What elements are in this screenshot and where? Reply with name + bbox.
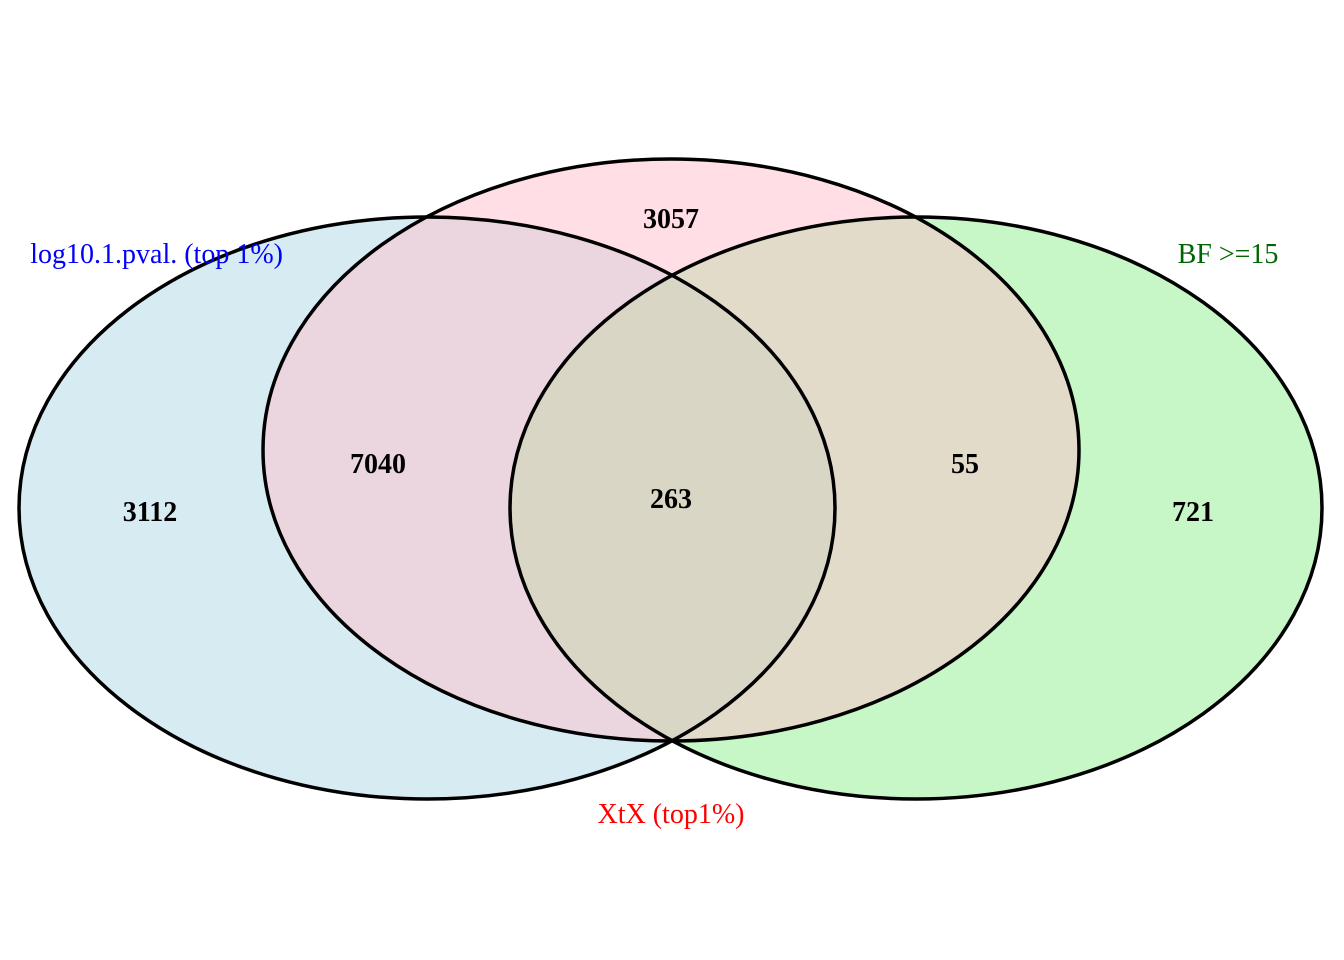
count-left-only: 3112 bbox=[123, 497, 177, 528]
count-right-only: 721 bbox=[1172, 497, 1214, 528]
set-ellipse-top-outline bbox=[261, 157, 1081, 743]
set-ellipse-top-fill bbox=[263, 159, 1079, 741]
count-all-three: 263 bbox=[650, 484, 692, 515]
set-label-top: XtX (top1%) bbox=[598, 799, 745, 830]
set-label-left: log10.1.pval. (top 1%) bbox=[30, 239, 283, 270]
count-top-only: 3057 bbox=[643, 204, 699, 235]
count-left-top: 7040 bbox=[350, 449, 406, 480]
set-label-right: BF >=15 bbox=[1178, 239, 1279, 270]
count-top-right: 55 bbox=[951, 449, 979, 480]
